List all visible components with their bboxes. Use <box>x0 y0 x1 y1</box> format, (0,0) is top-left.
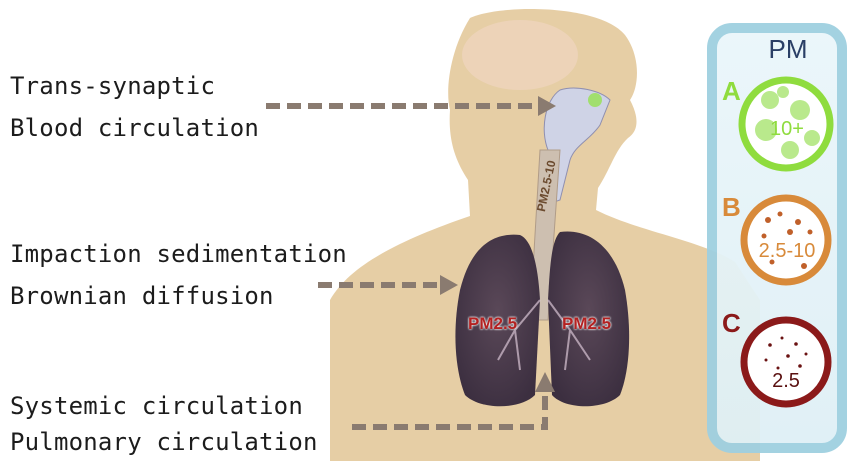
pm-letter-a: A <box>722 76 741 107</box>
label-pulmonary-circulation: Pulmonary circulation <box>10 428 318 456</box>
pm-letter-b: B <box>722 192 741 223</box>
right-lung-label: PM2.5 <box>562 314 611 334</box>
olfactory-deposit <box>588 93 602 107</box>
brain-area <box>462 20 578 90</box>
label-systemic-circulation: Systemic circulation <box>10 392 303 420</box>
pm-size-c: 2.5 <box>760 370 812 393</box>
pm-panel-title: PM <box>748 34 828 65</box>
label-blood-circulation: Blood circulation <box>10 114 259 142</box>
left-lung-label: PM2.5 <box>468 314 517 334</box>
label-brownian-diffusion: Brownian diffusion <box>10 282 274 310</box>
label-trans-synaptic: Trans-synaptic <box>10 72 215 100</box>
pm-size-a: 10+ <box>756 118 818 141</box>
pm-size-b: 2.5-10 <box>752 240 822 263</box>
pm-letter-c: C <box>722 308 741 339</box>
label-impaction-sedimentation: Impaction sedimentation <box>10 240 347 268</box>
